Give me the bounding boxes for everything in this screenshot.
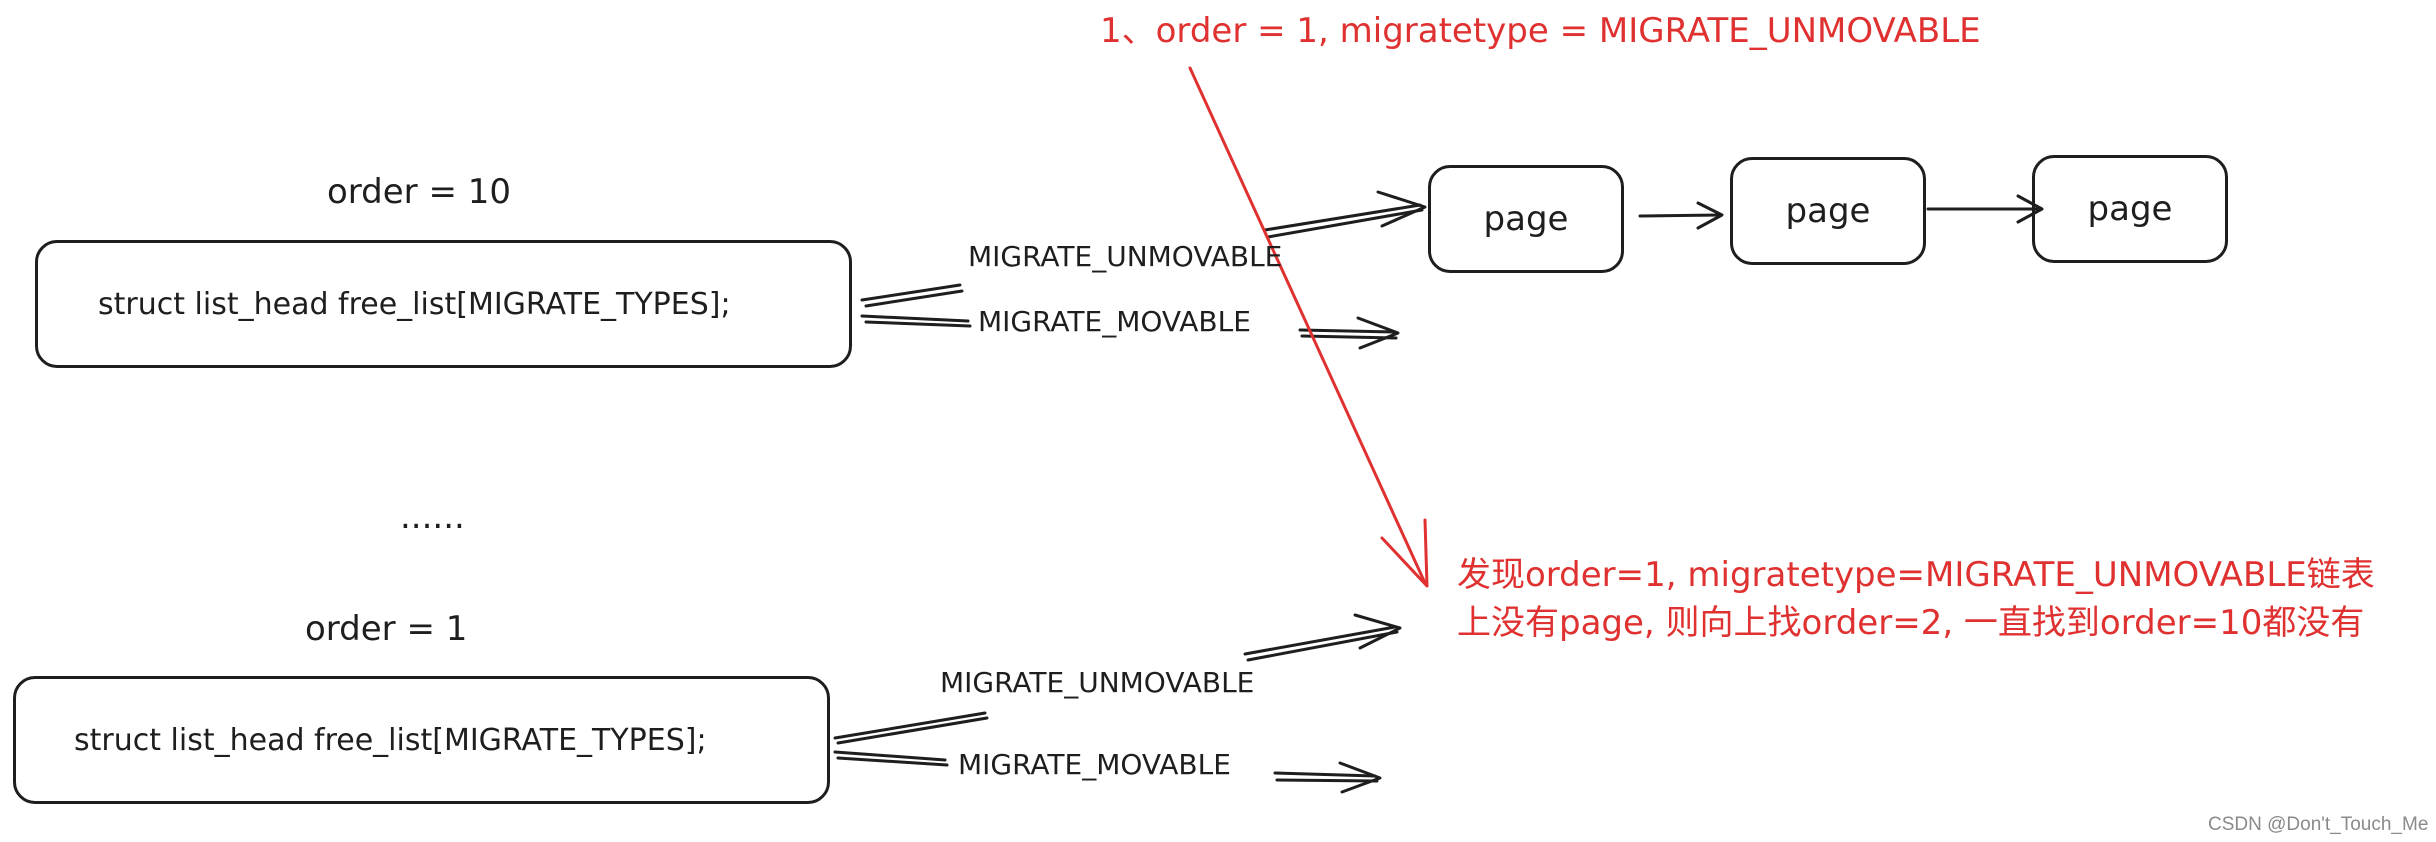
arrow-order1-unmovable [833, 711, 987, 740]
arrow-order1-unmovable-d [1246, 630, 1399, 662]
page-node-1-label: page [1483, 199, 1569, 239]
arrowhead-order1-movable [1338, 761, 1382, 794]
order10-label: order = 10 [327, 172, 512, 212]
arrow-order10-movable [860, 314, 970, 323]
arrowhead-page1-page2 [1696, 201, 1724, 230]
arrow-order10-unmovable-d [1266, 208, 1424, 239]
arrow-order1-movable [833, 750, 947, 762]
order1-movable-label: MIGRATE_MOVABLE [958, 748, 1231, 781]
arrow-page1-page2 [1638, 213, 1722, 218]
annotation-arrow [1188, 66, 1427, 585]
note-line-2: 上没有page, 则向上找order=2, 一直找到order=10都没有 [1457, 603, 2365, 643]
order1-label: order = 1 [305, 609, 468, 649]
arrow-order10-movable-c [1298, 328, 1397, 334]
order1-struct-text: struct list_head free_list[MIGRATE_TYPES… [74, 723, 707, 758]
page-node-2: page [1730, 157, 1926, 265]
order10-movable-label: MIGRATE_MOVABLE [978, 305, 1251, 338]
arrowhead-order10-movable [1356, 316, 1400, 350]
arrow-order10-unmovable [860, 283, 962, 302]
arrowhead-order10-unmovable [1376, 190, 1427, 228]
note-line-1: 发现order=1, migratetype=MIGRATE_UNMOVABLE… [1457, 555, 2375, 595]
ellipsis: ...... [400, 497, 465, 537]
arrow-order10-movable-d [1300, 334, 1398, 340]
order1-free-list-box: struct list_head free_list[MIGRATE_TYPES… [13, 676, 830, 804]
page-node-2-label: page [1785, 191, 1871, 231]
order10-struct-text: struct list_head free_list[MIGRATE_TYPES… [98, 287, 731, 322]
watermark: CSDN @Don't_Touch_Me [2208, 814, 2429, 835]
arrowhead-order1-unmovable [1353, 613, 1402, 650]
arrow-order10-unmovable-c [1263, 203, 1422, 232]
order10-unmovable-label: MIGRATE_UNMOVABLE [968, 240, 1283, 273]
page-node-3-label: page [2087, 189, 2173, 229]
page-node-1: page [1428, 165, 1624, 273]
order10-free-list-box: struct list_head free_list[MIGRATE_TYPES… [35, 240, 852, 368]
arrow-order10-unmovable-b [864, 289, 964, 308]
arrow-order1-unmovable-c [1243, 625, 1397, 656]
page-node-3: page [2032, 155, 2228, 263]
arrow-order10-movable-b [864, 320, 972, 328]
annotation-arrowhead [1380, 518, 1429, 588]
arrow-order1-movable-b [836, 756, 949, 767]
arrow-order1-unmovable-b [836, 716, 989, 745]
arrowhead-page2-page3 [2016, 194, 2044, 224]
order1-unmovable-label: MIGRATE_UNMOVABLE [940, 666, 1255, 699]
arrow-order1-movable-d [1275, 778, 1379, 783]
top-annotation: 1、order = 1, migratetype = MIGRATE_UNMOV… [1100, 11, 1981, 51]
arrow-order1-movable-c [1273, 771, 1377, 778]
